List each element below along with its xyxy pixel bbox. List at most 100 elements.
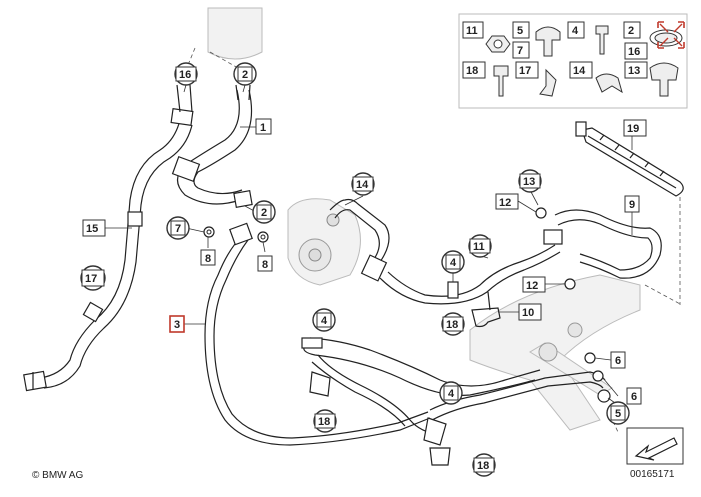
callout-12a: 12 bbox=[495, 193, 519, 210]
callout-1: 1 bbox=[255, 118, 272, 135]
callout-text: 13 bbox=[523, 176, 535, 188]
bracket-clip-icon bbox=[595, 73, 623, 94]
legend-text: 7 bbox=[517, 45, 523, 57]
legend-label-5 bbox=[512, 21, 530, 39]
legend-label-13 bbox=[624, 61, 648, 79]
callout-text: 10 bbox=[522, 307, 534, 319]
hose-9 bbox=[543, 209, 662, 279]
callout-text: 4 bbox=[321, 315, 328, 327]
legend-label-4 bbox=[567, 21, 585, 39]
nut-icon bbox=[485, 35, 511, 53]
callout-11: 11 bbox=[468, 234, 492, 258]
callout-text: 1 bbox=[260, 122, 266, 134]
callout-7: 7 bbox=[166, 216, 190, 240]
callout-16a: 16 bbox=[174, 62, 198, 86]
callout-text: 3 bbox=[174, 319, 180, 331]
callout-18b: 18 bbox=[313, 409, 337, 433]
callout-text: 16 bbox=[179, 69, 191, 81]
callout-8a: 8 bbox=[200, 249, 216, 266]
legend-text: 17 bbox=[519, 65, 531, 77]
washer-12 bbox=[564, 278, 576, 290]
washer-6b bbox=[592, 370, 604, 382]
washer-13 bbox=[535, 207, 547, 219]
callout-text: 14 bbox=[356, 179, 369, 191]
callout-text: 4 bbox=[448, 388, 455, 400]
callout-14: 14 bbox=[351, 172, 375, 196]
hose-clamp-icon bbox=[649, 29, 683, 47]
callout-6a: 6 bbox=[610, 351, 626, 369]
legend-label-11 bbox=[462, 21, 484, 39]
legend-text: 13 bbox=[628, 65, 640, 77]
legend-text: 4 bbox=[572, 25, 579, 37]
callout-text: 12 bbox=[499, 197, 511, 209]
callout-12b: 12 bbox=[522, 276, 546, 293]
legend-text: 14 bbox=[573, 65, 586, 77]
callout-10: 10 bbox=[518, 303, 542, 321]
callout-13: 13 bbox=[518, 169, 542, 193]
copyright-text: © BMW AG bbox=[32, 470, 83, 481]
callout-text: 2 bbox=[242, 69, 248, 81]
callout-6b: 6 bbox=[626, 387, 642, 405]
reservoir-ghost bbox=[207, 7, 263, 60]
callout-2b: 2 bbox=[252, 200, 276, 224]
supply-hose-1 bbox=[171, 84, 253, 208]
callout-text: 18 bbox=[446, 319, 458, 331]
legend-panel: 11 5 4 2 7 16 18 17 14 13 bbox=[458, 13, 688, 109]
callout-17: 17 bbox=[80, 265, 106, 291]
legend-label-7 bbox=[512, 41, 530, 59]
callout-text: 6 bbox=[631, 391, 637, 403]
callout-5: 5 bbox=[606, 401, 630, 425]
callout-8b: 8 bbox=[257, 255, 273, 272]
callout-2a: 2 bbox=[233, 62, 257, 86]
bolt-4 bbox=[447, 281, 459, 299]
expand-icon bbox=[657, 21, 685, 49]
legend-label-16 bbox=[624, 42, 648, 60]
legend-text: 16 bbox=[628, 46, 640, 58]
strap-19 bbox=[575, 121, 684, 197]
cap-bolt-icon bbox=[649, 62, 679, 97]
callout-text: 6 bbox=[615, 355, 621, 367]
callout-19: 19 bbox=[623, 119, 647, 137]
washer-6a bbox=[584, 352, 596, 364]
return-hose-15 bbox=[23, 84, 194, 392]
callout-3: 3 bbox=[169, 315, 185, 333]
callout-text: 4 bbox=[450, 257, 457, 269]
legend-text: 5 bbox=[517, 25, 523, 37]
callout-text: 5 bbox=[615, 408, 621, 420]
legend-label-18 bbox=[462, 61, 486, 79]
clip-icon bbox=[539, 68, 557, 97]
callout-text: 7 bbox=[175, 223, 181, 235]
legend-label-14 bbox=[569, 61, 593, 79]
callout-text: 2 bbox=[261, 207, 267, 219]
steering-pump bbox=[287, 198, 361, 286]
callout-text: 9 bbox=[629, 199, 635, 211]
pressure-hose-14 bbox=[329, 198, 561, 305]
callout-text: 18 bbox=[477, 460, 489, 472]
legend-text: 2 bbox=[628, 25, 634, 37]
callout-text: 8 bbox=[205, 253, 211, 265]
cooler-pipe-4 bbox=[301, 337, 541, 466]
callout-18a: 18 bbox=[441, 312, 465, 336]
callout-4c: 4 bbox=[439, 381, 463, 405]
callout-15: 15 bbox=[82, 219, 106, 237]
callout-text: 12 bbox=[526, 280, 538, 292]
diagram-number: 00165171 bbox=[630, 469, 675, 480]
direction-arrow-icon bbox=[626, 427, 684, 465]
callout-text: 15 bbox=[86, 223, 98, 235]
ref-line bbox=[644, 284, 683, 306]
callout-text: 18 bbox=[318, 416, 330, 428]
legend-text: 18 bbox=[466, 65, 478, 77]
bracket-10 bbox=[471, 291, 501, 328]
legend-text: 11 bbox=[466, 25, 478, 37]
callout-9: 9 bbox=[624, 195, 640, 213]
ref-line bbox=[187, 47, 196, 66]
callout-text: 19 bbox=[627, 123, 639, 135]
legend-label-17 bbox=[515, 61, 539, 79]
washer-5 bbox=[597, 389, 611, 403]
callout-4b: 4 bbox=[312, 308, 336, 332]
legend-label-2 bbox=[623, 21, 641, 39]
bolt-icon bbox=[493, 65, 509, 97]
banjo-bolt-icon bbox=[535, 26, 561, 57]
